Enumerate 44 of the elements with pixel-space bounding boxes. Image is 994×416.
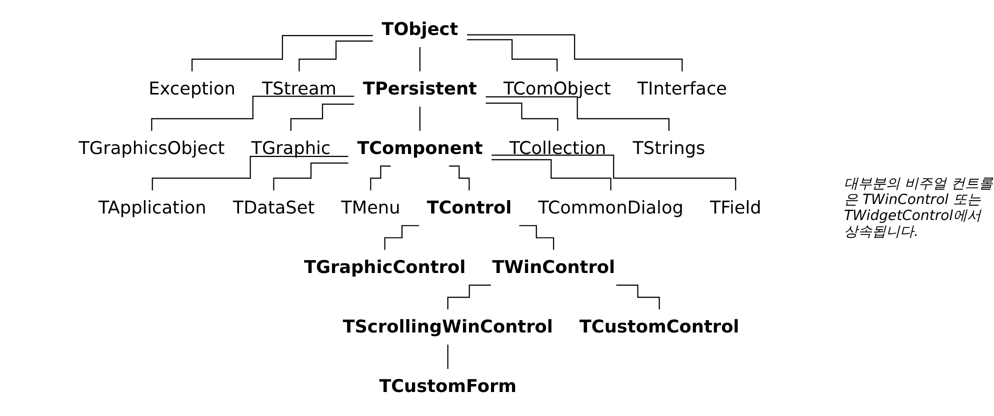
connector xyxy=(447,344,448,370)
connector xyxy=(298,40,373,72)
connector xyxy=(370,166,391,191)
connector xyxy=(151,96,354,132)
node-text: TCustomForm xyxy=(379,376,517,396)
connector xyxy=(492,154,736,191)
connector xyxy=(384,225,420,250)
node-text: TApplication xyxy=(98,196,206,218)
node-text: TDataSet xyxy=(232,196,315,218)
node-text: TMenu xyxy=(341,196,400,218)
node-text: TGraphic xyxy=(251,137,331,158)
node-text: TField xyxy=(710,196,762,218)
connector xyxy=(449,166,470,191)
node-text: Exception xyxy=(148,78,236,99)
node-text: TStream xyxy=(262,78,336,99)
node-text: TGraphicsObject xyxy=(78,137,225,158)
node-text: TControl xyxy=(426,196,512,218)
connector xyxy=(486,102,558,132)
connector xyxy=(290,104,354,132)
node-text: TComObject xyxy=(503,78,611,99)
node-text: TPersistent xyxy=(362,78,477,99)
connector xyxy=(486,96,670,132)
node-text: TCommonDialog xyxy=(538,196,684,218)
node-text: TCustomControl xyxy=(579,316,740,337)
node-text: TStrings xyxy=(632,137,706,158)
connector xyxy=(492,159,612,191)
connector xyxy=(152,156,348,191)
node-text: TComponent xyxy=(357,137,483,158)
connector xyxy=(191,35,373,72)
connector xyxy=(467,34,683,72)
node-text: TGraphicControl xyxy=(304,256,466,278)
connector xyxy=(519,225,554,250)
connector xyxy=(419,46,420,72)
node-text: TObject xyxy=(382,18,458,40)
connector xyxy=(467,39,558,72)
node-text: TScrollingWinControl xyxy=(342,316,553,337)
connector xyxy=(419,106,420,132)
node-text: TWinControl xyxy=(492,256,616,278)
connector xyxy=(447,284,491,310)
node-text: TCollection xyxy=(509,137,606,158)
note-text: 대부분의 비주얼 컨트롤은 TWinControl 또는 TWidgetControl에서 상속됩니다. xyxy=(844,176,994,240)
connector xyxy=(616,284,660,310)
node-text: TInterface xyxy=(637,78,728,99)
connector xyxy=(273,162,348,191)
